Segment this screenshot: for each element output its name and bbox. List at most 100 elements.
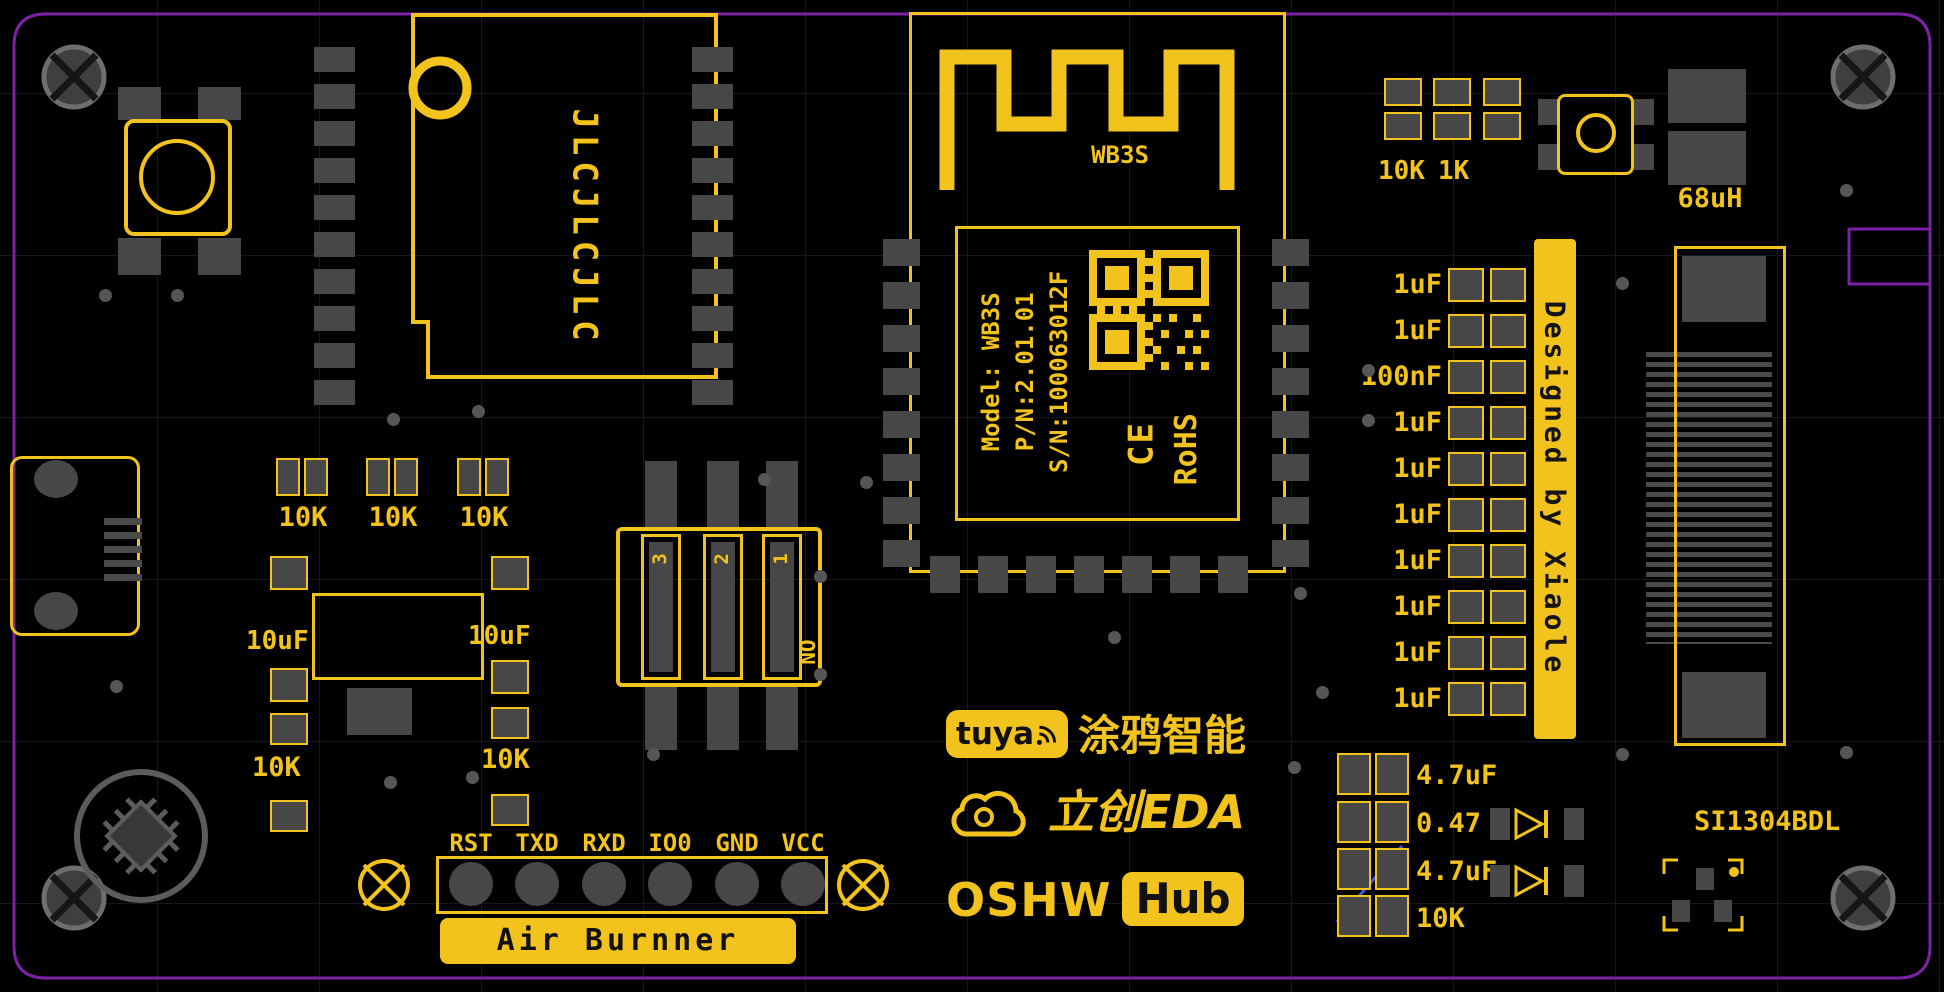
pad[interactable] xyxy=(1170,556,1200,593)
header-pad[interactable] xyxy=(781,862,825,906)
cap-label[interactable]: 100nF xyxy=(1360,361,1442,392)
pad[interactable] xyxy=(1448,314,1484,348)
pad[interactable] xyxy=(1074,556,1104,593)
pad[interactable] xyxy=(692,380,733,405)
via[interactable] xyxy=(1288,761,1301,774)
pad[interactable] xyxy=(485,458,509,496)
pad[interactable] xyxy=(692,232,733,257)
pad[interactable] xyxy=(1375,895,1409,937)
pad[interactable] xyxy=(1682,256,1766,322)
pad[interactable] xyxy=(1272,497,1309,524)
fpc-pins[interactable] xyxy=(1646,352,1772,644)
pad[interactable] xyxy=(883,454,920,481)
via[interactable] xyxy=(1840,746,1853,759)
pad[interactable] xyxy=(1490,452,1526,486)
pad[interactable] xyxy=(1384,112,1422,140)
pad[interactable] xyxy=(883,540,920,567)
pad[interactable] xyxy=(1375,848,1409,890)
resistor-label[interactable]: 10K xyxy=(481,744,530,775)
pin-label[interactable]: TXD xyxy=(515,829,559,857)
pad[interactable] xyxy=(270,668,308,702)
cap-label[interactable]: 4.7uF xyxy=(1416,760,1498,791)
pad[interactable] xyxy=(1448,590,1484,624)
pad[interactable] xyxy=(1384,78,1422,106)
pad[interactable] xyxy=(1375,753,1409,795)
pad[interactable] xyxy=(1218,556,1248,593)
usb-pins[interactable] xyxy=(104,518,142,588)
pad[interactable] xyxy=(707,461,739,529)
tuya-cn-text[interactable]: 涂鸦智能 xyxy=(1078,711,1247,760)
pad[interactable] xyxy=(1448,360,1484,394)
hub-logo-badge[interactable]: Hub xyxy=(1122,872,1244,926)
cap-label[interactable]: 0.47 xyxy=(1416,808,1482,839)
mosfet-label[interactable]: SI1304BDL xyxy=(1694,806,1841,837)
pad[interactable] xyxy=(314,343,355,368)
dip-slot-slider[interactable] xyxy=(711,542,735,672)
pad[interactable] xyxy=(118,87,161,120)
via[interactable] xyxy=(1362,364,1375,377)
small-button-outline[interactable] xyxy=(1557,94,1634,175)
pad[interactable] xyxy=(314,232,355,257)
pad[interactable] xyxy=(883,368,920,395)
header-pad[interactable] xyxy=(648,862,692,906)
pad[interactable] xyxy=(1538,144,1558,170)
pad[interactable] xyxy=(1337,801,1371,843)
pad[interactable] xyxy=(270,556,308,590)
pad[interactable] xyxy=(1433,78,1471,106)
pad[interactable] xyxy=(1448,268,1484,302)
pad[interactable] xyxy=(491,794,529,826)
pad[interactable] xyxy=(1272,282,1309,309)
pad[interactable] xyxy=(1490,682,1526,716)
cap-label[interactable]: 1uF xyxy=(1393,591,1442,622)
pad[interactable] xyxy=(1634,144,1654,170)
pad[interactable] xyxy=(1490,314,1526,348)
pad[interactable] xyxy=(1272,368,1309,395)
pad[interactable] xyxy=(1337,895,1371,937)
cap-label[interactable]: 10uF xyxy=(468,621,531,651)
dip-slot[interactable] xyxy=(703,534,743,680)
via[interactable] xyxy=(1316,686,1329,699)
pad[interactable] xyxy=(491,707,529,739)
pad[interactable] xyxy=(1483,78,1521,106)
pad[interactable] xyxy=(1448,406,1484,440)
pin-label[interactable]: GND xyxy=(715,829,759,857)
mount-hole-bottom-left[interactable] xyxy=(32,856,116,940)
pad[interactable] xyxy=(276,458,300,496)
main-ic-label[interactable]: JLCJLCJLC xyxy=(564,108,605,347)
pad[interactable] xyxy=(692,343,733,368)
pad[interactable] xyxy=(118,238,161,275)
pad[interactable] xyxy=(883,282,920,309)
pad[interactable] xyxy=(314,306,355,331)
pad[interactable] xyxy=(1490,498,1526,532)
resistor-label[interactable]: 10K xyxy=(278,502,328,533)
pad[interactable] xyxy=(366,458,390,496)
pad[interactable] xyxy=(1668,131,1746,185)
pad[interactable] xyxy=(692,306,733,331)
pad[interactable] xyxy=(1272,540,1309,567)
cap-label[interactable]: 4.7uF xyxy=(1416,856,1498,887)
via[interactable] xyxy=(384,776,397,789)
pin-label[interactable]: RXD xyxy=(582,829,626,857)
pad[interactable] xyxy=(692,158,733,183)
pad[interactable] xyxy=(1122,556,1152,593)
cap-label[interactable]: 1uF xyxy=(1393,453,1442,484)
cap-label[interactable]: 1uF xyxy=(1393,407,1442,438)
pad[interactable] xyxy=(1272,411,1309,438)
mosfet-footprint[interactable] xyxy=(1662,858,1746,932)
via[interactable] xyxy=(1840,184,1853,197)
pad[interactable] xyxy=(1448,636,1484,670)
cap-label[interactable]: 1uF xyxy=(1393,683,1442,714)
pad[interactable] xyxy=(457,458,481,496)
cap-label[interactable]: 1uF xyxy=(1393,269,1442,300)
pad[interactable] xyxy=(394,458,418,496)
pad[interactable] xyxy=(692,269,733,294)
pad[interactable] xyxy=(692,195,733,220)
cap-label[interactable]: 1uF xyxy=(1393,545,1442,576)
via[interactable] xyxy=(1616,277,1629,290)
via[interactable] xyxy=(814,668,827,681)
pad[interactable] xyxy=(883,497,920,524)
pad[interactable] xyxy=(1433,112,1471,140)
pad[interactable] xyxy=(1448,544,1484,578)
module-sn-text[interactable]: S/N:100063012F xyxy=(1045,270,1074,473)
